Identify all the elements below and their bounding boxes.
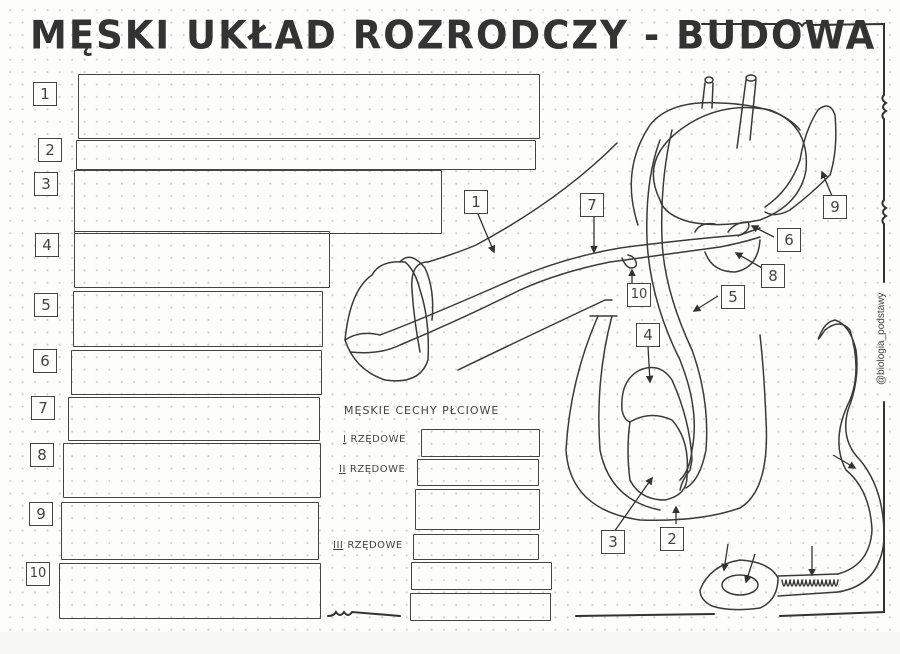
answer-box-1[interactable]: [78, 74, 540, 139]
number-label-6: 6: [33, 349, 57, 373]
scrotum: [565, 315, 768, 521]
answer-box-8[interactable]: [63, 443, 321, 498]
bladder: [652, 106, 808, 226]
sperm-midpiece: [777, 573, 839, 597]
answer-input-6[interactable]: [72, 351, 321, 394]
diagram-label-7: 7: [580, 193, 604, 217]
primary-trait-field-1[interactable]: [421, 429, 540, 457]
answer-input-4[interactable]: [75, 232, 329, 287]
tertiary-trait-field-1[interactable]: [413, 534, 539, 560]
number-label-10: 10: [26, 562, 50, 586]
page-title: MĘSKI UKŁAD ROZRODCZY - BUDOWA: [30, 12, 877, 59]
diagram-label-1: 1: [464, 190, 488, 214]
answer-box-4[interactable]: [74, 231, 330, 288]
answer-input-8[interactable]: [64, 444, 320, 497]
answer-input-1[interactable]: [79, 75, 539, 138]
urethra: [344, 227, 761, 341]
sperm-head: [699, 559, 779, 611]
epididymis: [639, 366, 693, 491]
number-label-7: 7: [31, 396, 55, 420]
glans: [344, 261, 430, 382]
answer-input-9[interactable]: [62, 503, 318, 559]
diagram-label-6: 6: [777, 228, 801, 252]
answer-box-9[interactable]: [61, 502, 319, 560]
answer-box-10[interactable]: [59, 563, 321, 619]
tertiary-trait-field-2[interactable]: [411, 562, 552, 590]
roman-numeral-3: III: [333, 540, 344, 551]
secondary-trait-field-1[interactable]: [417, 459, 539, 486]
answer-input-2[interactable]: [77, 141, 535, 169]
number-label-1: 1: [33, 82, 57, 106]
answer-box-6[interactable]: [71, 350, 322, 395]
answer-input-7[interactable]: [69, 398, 319, 440]
roman-numeral-2: II: [339, 464, 346, 475]
tertiary-trait-field-3[interactable]: [410, 593, 551, 621]
roman-numeral-1: I: [343, 434, 347, 445]
diagram-label-8: 8: [761, 264, 785, 288]
vas-deferens: [646, 139, 696, 481]
sperm-nucleus: [721, 574, 759, 596]
watermark: @biologia_podstawy: [876, 292, 887, 385]
number-label-3: 3: [34, 172, 58, 196]
diagram-label-5: 5: [721, 285, 745, 309]
testis: [627, 414, 689, 501]
penis-shaft: [411, 261, 429, 353]
diagram-label-10: 10: [627, 283, 651, 307]
prostate: [704, 239, 761, 273]
number-label-2: 2: [38, 138, 62, 162]
sperm-tail: [817, 319, 885, 593]
answer-box-3[interactable]: [74, 170, 442, 234]
diagram-label-4: 4: [636, 323, 660, 347]
diagram-label-9: 9: [823, 195, 847, 219]
answer-input-5[interactable]: [74, 292, 322, 346]
page-bottom-edge: [0, 632, 900, 654]
answer-box-7[interactable]: [68, 397, 320, 441]
number-label-4: 4: [35, 233, 59, 257]
diagram-label-2: 2: [660, 527, 684, 551]
bulbourethral-gland: [621, 254, 638, 269]
number-label-8: 8: [30, 443, 54, 467]
sex-traits-title: MĘSKIE CECHY PŁCIOWE: [344, 404, 500, 417]
secondary-trait-field-2[interactable]: [415, 489, 540, 530]
abdominal-wall-line: [427, 142, 618, 263]
answer-box-5[interactable]: [73, 291, 323, 347]
ejaculatory-duct: [694, 221, 750, 237]
seminal-vesicle: [764, 105, 837, 216]
diagram-label-3: 3: [601, 530, 625, 554]
answer-input-10[interactable]: [60, 564, 320, 618]
number-label-9: 9: [29, 502, 53, 526]
answer-input-3[interactable]: [75, 171, 441, 233]
number-label-5: 5: [34, 293, 58, 317]
answer-box-2[interactable]: [76, 140, 536, 170]
